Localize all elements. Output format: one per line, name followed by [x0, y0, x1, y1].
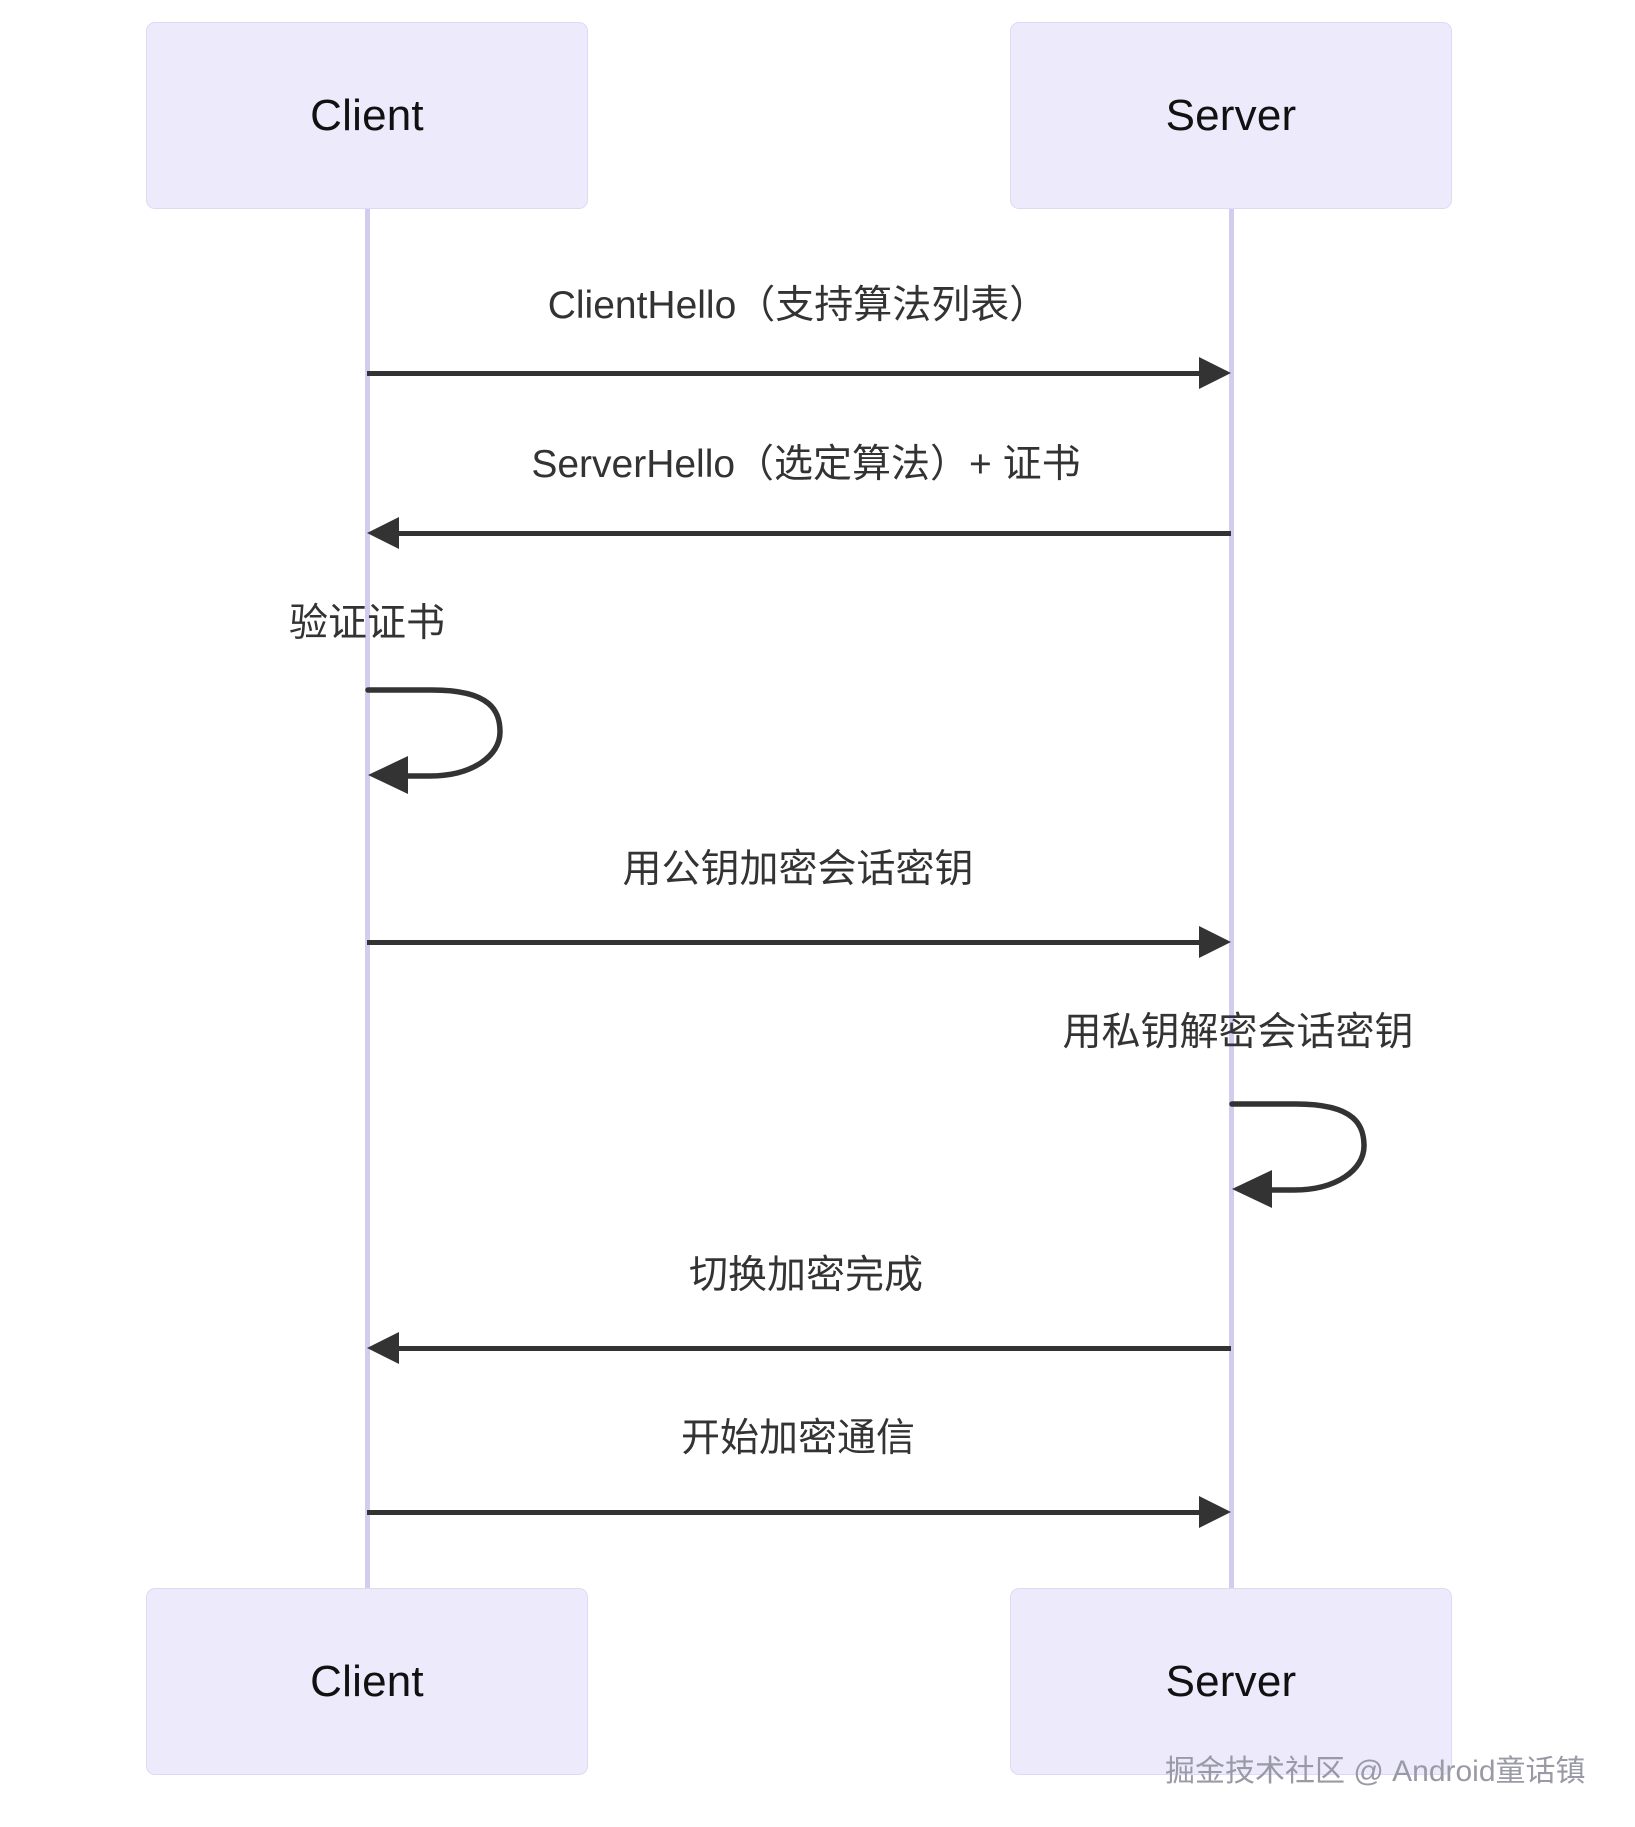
actor-box-server-bottom[interactable]: Server — [1010, 1588, 1452, 1775]
message-arrowhead-2 — [367, 517, 399, 549]
actor-label-server-bottom: Server — [1165, 1656, 1297, 1706]
watermark-text: 掘金技术社区 @ Android童话镇 — [1165, 1755, 1586, 1788]
message-line-2 — [399, 531, 1231, 536]
self-loop-server — [1229, 1101, 1367, 1208]
actor-box-client-bottom[interactable]: Client — [146, 1588, 588, 1775]
message-label-5: 用私钥解密会话密钥 — [1062, 1011, 1414, 1054]
message-arrowhead-1 — [1199, 357, 1231, 389]
message-line-7 — [367, 1510, 1203, 1515]
actor-label-client-bottom: Client — [310, 1656, 424, 1706]
self-loop-client — [365, 687, 503, 794]
lifeline-server — [1229, 205, 1234, 1595]
message-label-6: 切换加密完成 — [688, 1254, 924, 1297]
actor-label-server-top: Server — [1165, 90, 1297, 140]
message-arrowhead-6 — [367, 1332, 399, 1364]
message-arrowhead-4 — [1199, 926, 1231, 958]
message-label-7: 开始加密通信 — [680, 1417, 916, 1460]
message-line-6 — [399, 1346, 1231, 1351]
message-label-1: ClientHello（支持算法列表） — [547, 284, 1049, 327]
message-line-1 — [367, 371, 1203, 376]
actor-box-client-top[interactable]: Client — [146, 22, 588, 209]
message-label-2: ServerHello（选定算法）+ 证书 — [531, 443, 1081, 486]
actor-box-server-top[interactable]: Server — [1010, 22, 1452, 209]
lifeline-client — [365, 205, 370, 1595]
message-label-3: 验证证书 — [288, 602, 446, 645]
actor-label-client-top: Client — [310, 90, 424, 140]
message-label-4: 用公钥加密会话密钥 — [622, 848, 974, 891]
message-arrowhead-7 — [1199, 1496, 1231, 1528]
message-line-4 — [367, 940, 1203, 945]
